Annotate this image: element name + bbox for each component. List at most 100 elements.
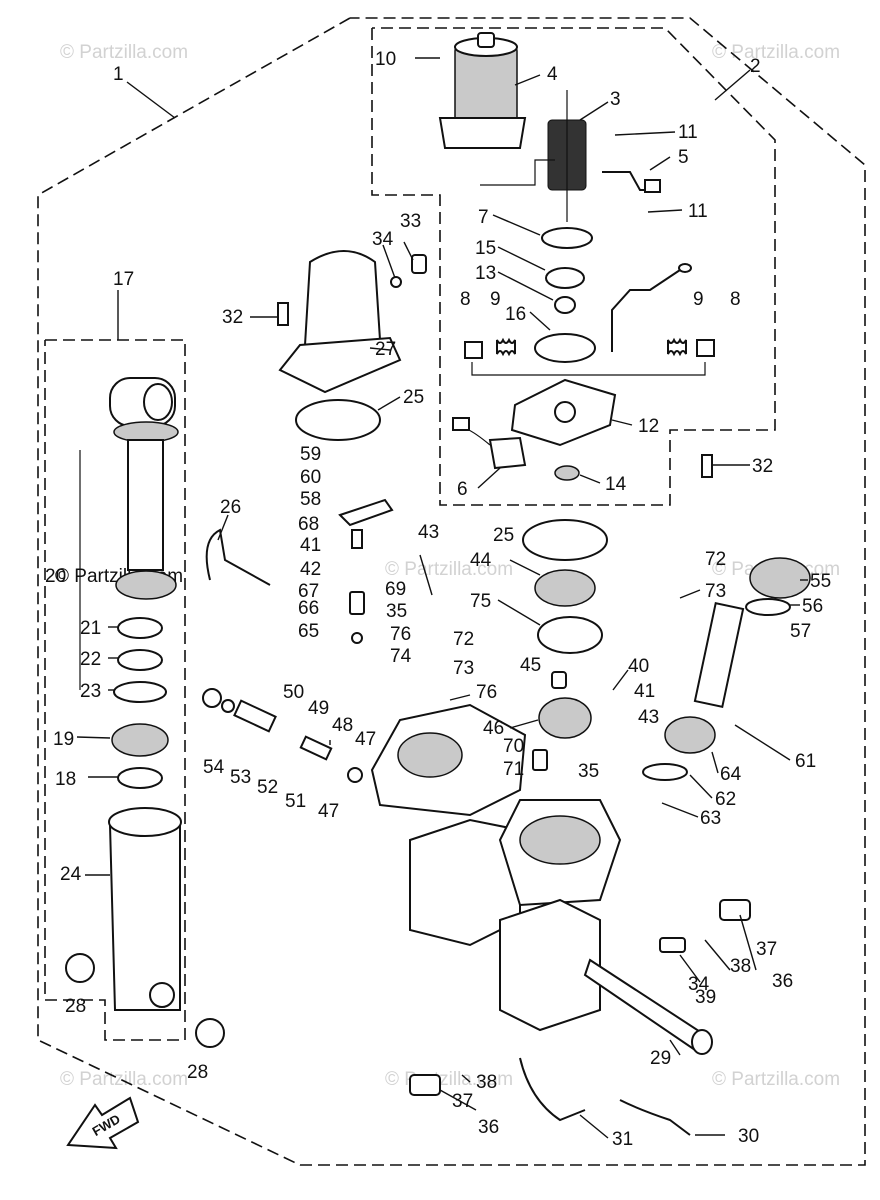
assembly-17-outline: [44, 339, 186, 1041]
gasket-25-upper: [295, 399, 381, 441]
callout-31: 31: [612, 1129, 633, 1150]
callout-68: 68: [298, 514, 319, 535]
callout-63: 63: [700, 808, 721, 829]
fwd-arrow-icon: [66, 1096, 140, 1150]
manifold-body: [370, 703, 713, 1055]
callout-38: 38: [476, 1072, 497, 1093]
callout-62: 62: [715, 789, 736, 810]
assembly-outlines: [37, 17, 866, 1166]
leader: [514, 74, 541, 86]
callout-56: 56: [802, 596, 823, 617]
brush-8-left: [464, 341, 483, 359]
callout-66: 66: [298, 598, 319, 619]
callout-70: 70: [503, 736, 524, 757]
connector-6: [452, 417, 470, 431]
callout-32: 32: [222, 307, 243, 328]
ring-54: [202, 688, 222, 708]
callout-12: 12: [638, 416, 659, 437]
leader: [612, 669, 629, 691]
callout-41: 41: [300, 535, 321, 556]
callout-32: 32: [752, 456, 773, 477]
leader: [509, 559, 541, 576]
lead-wire: [611, 269, 681, 352]
leader: [689, 774, 713, 799]
gland-19: [111, 723, 169, 757]
oring-57: [745, 598, 791, 616]
callout-11: 11: [678, 122, 698, 143]
seal-44: [534, 569, 596, 607]
switch-6: [488, 436, 527, 470]
valve-49: [299, 735, 333, 761]
watermark: © Partzilla.com: [60, 42, 188, 63]
valve-67: [349, 591, 365, 615]
leader: [579, 474, 601, 484]
brush-plate: [541, 227, 593, 249]
leader: [614, 131, 676, 136]
oring-47: [347, 767, 363, 783]
callout-33: 33: [400, 211, 421, 232]
leader: [704, 939, 731, 971]
brush-8-right: [696, 339, 715, 357]
tilt-cylinder: [65, 377, 225, 1048]
watermark: © Partzilla.com: [385, 559, 513, 580]
callout-39: 39: [695, 987, 716, 1008]
leader: [76, 736, 111, 739]
callout-59: 59: [300, 444, 321, 465]
callout-60: 60: [300, 467, 321, 488]
reservoir-flange: [278, 336, 402, 394]
reservoir-27: [303, 250, 382, 347]
callout-19: 19: [53, 729, 74, 750]
callout-69: 69: [385, 579, 406, 600]
piston: [115, 570, 177, 600]
callout-51: 51: [285, 791, 306, 812]
leader: [669, 1039, 681, 1056]
callout-52: 52: [257, 777, 278, 798]
callout-22: 22: [80, 649, 101, 670]
seal-64: [664, 716, 716, 754]
leader: [377, 396, 401, 411]
leader: [734, 724, 791, 761]
callout-7: 7: [478, 207, 489, 228]
callout-47: 47: [355, 729, 376, 750]
pipe-31: [519, 1057, 586, 1122]
callout-38: 38: [730, 956, 751, 977]
callout-34: 34: [372, 229, 394, 250]
callout-58: 58: [300, 489, 321, 510]
callout-labels: 1 2 3 4 5 6 7 8 8 9 9 10 11 11 12 13 14 …: [45, 49, 831, 1150]
callout-27: 27: [375, 339, 396, 360]
cylinder-24: [108, 824, 181, 1011]
cylinder-24-top: [108, 807, 182, 837]
oring-53: [221, 699, 235, 713]
callout-17: 17: [113, 269, 134, 290]
bearing-14: [554, 465, 580, 481]
fitting-37: [719, 899, 751, 921]
callout-28: 28: [65, 996, 86, 1017]
leader: [492, 214, 541, 236]
screw-32-right: [701, 454, 713, 478]
callout-76: 76: [390, 624, 411, 645]
watermark: © Partzilla.com: [712, 1069, 840, 1090]
callout-16: 16: [505, 304, 526, 325]
leader: [497, 271, 554, 301]
callout-28: 28: [187, 1062, 208, 1083]
pipe-30: [619, 1099, 691, 1136]
callout-23: 23: [80, 681, 101, 702]
callout-71: 71: [503, 759, 524, 780]
reservoir-assembly: [277, 250, 713, 561]
callout-35: 35: [578, 761, 599, 782]
callout-1: 1: [113, 64, 124, 85]
leader: [611, 419, 633, 426]
motor-bracket-line: [480, 159, 555, 186]
callout-6: 6: [457, 479, 468, 500]
callout-47: 47: [318, 801, 339, 822]
callout-30: 30: [738, 1126, 759, 1147]
oring-34: [390, 276, 402, 288]
callout-65: 65: [298, 621, 319, 642]
motor-assembly: [438, 32, 587, 222]
callout-4: 4: [547, 64, 558, 85]
leader: [579, 1114, 609, 1139]
leader: [382, 244, 396, 279]
brush-parts: [452, 171, 715, 481]
callout-72: 72: [453, 629, 474, 650]
